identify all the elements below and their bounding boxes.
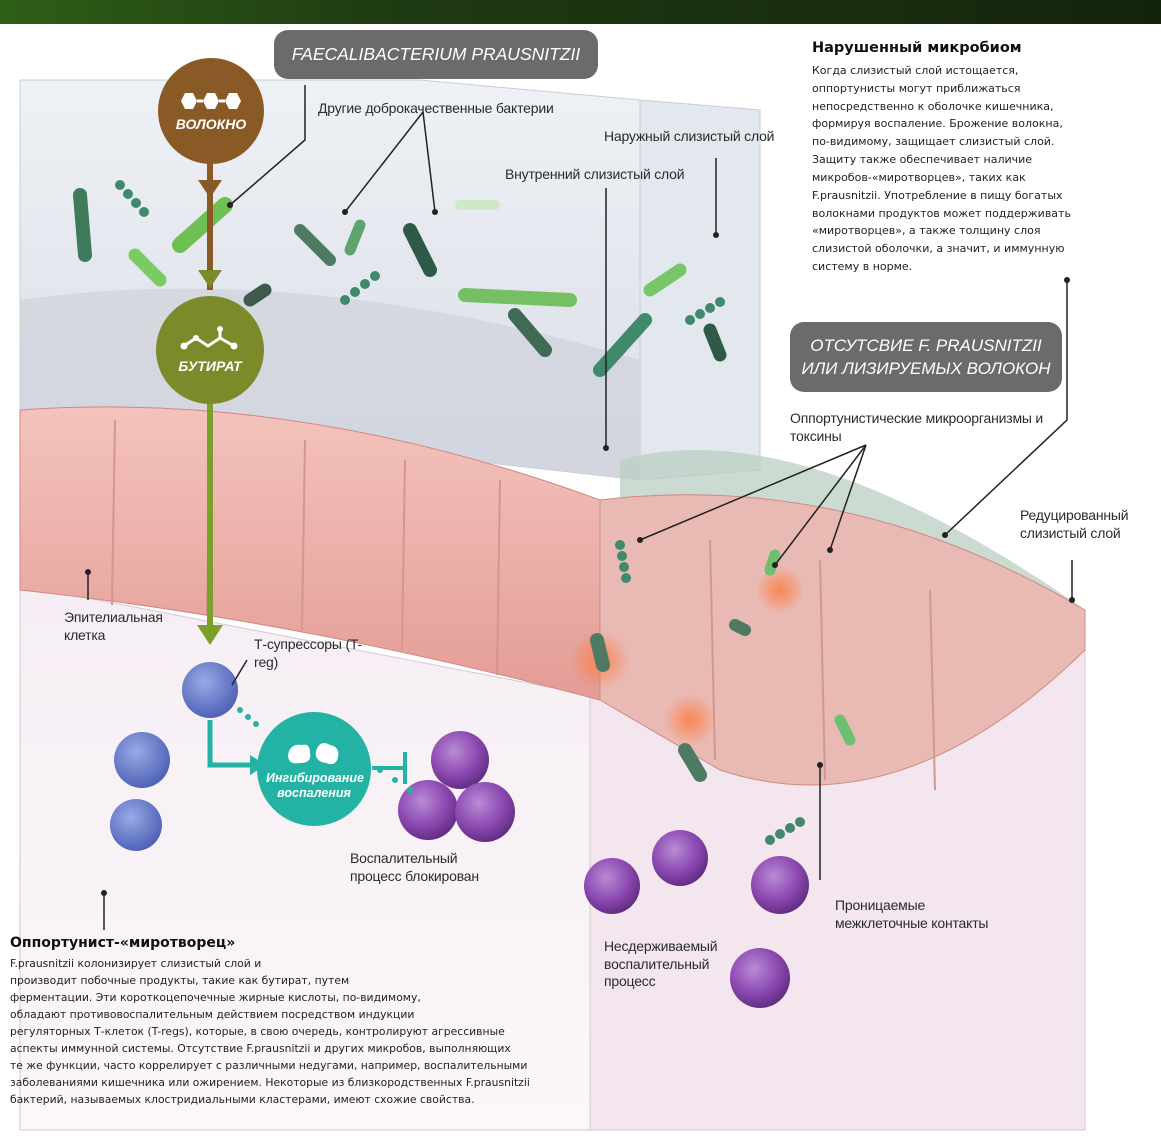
peacemaker-title: Оппортунист-«миротворец» [10, 935, 235, 951]
butyrate-circle: БУТИРАТ [156, 296, 264, 404]
inner-mucus-label: Внутренний слизистый слой [505, 166, 684, 184]
immune-cell [114, 732, 170, 788]
inflammation-glow [664, 694, 716, 746]
cell-fragments-icon [284, 737, 344, 769]
molecule-icon [180, 326, 240, 354]
fiber-label: ВОЛОКНО [176, 116, 247, 132]
outer-mucus-label: Наружный слизистый слой [604, 128, 774, 146]
immune-cell [110, 799, 162, 851]
inhibition-label: Ингибирование воспаления [266, 771, 362, 801]
reduced-mucus-label: Редуцированный слизистый слой [1020, 507, 1142, 542]
hexagon-chain-icon [179, 90, 243, 112]
fiber-circle: ВОЛОКНО [158, 58, 264, 164]
butyrate-label: БУТИРАТ [178, 358, 241, 374]
opportunistic-label: Оппортунистические микроорганизмы и токс… [790, 410, 1060, 445]
peacemaker-text: F.prausnitzii колонизирует слизистый сло… [10, 955, 670, 1108]
inflammation-glow [756, 566, 804, 614]
disrupted-text: Когда слизистый слой истощается, оппорту… [812, 62, 1152, 276]
other-benign-label: Другие доброкачественные бактерии [318, 100, 554, 118]
epithelial-label: Эпителиальная клетка [64, 609, 184, 644]
t-suppressors-label: Т-супрессоры (T-reg) [254, 636, 364, 671]
blocked-label: Воспалительный процесс блокирован [350, 850, 480, 885]
absence-pill: ОТСУТСВИЕ F. PRAUSNITZII ИЛИ ЛИЗИРУЕМЫХ … [790, 322, 1062, 392]
treg-cell [182, 662, 238, 718]
disrupted-title: Нарушенный микробиом [812, 40, 1022, 56]
permeable-label: Проницаемые межклеточные контакты [835, 897, 1010, 932]
faecalibacterium-pill: FAECALIBACTERIUM PRAUSNITZII [274, 30, 598, 79]
inhibition-circle: Ингибирование воспаления [257, 712, 371, 826]
